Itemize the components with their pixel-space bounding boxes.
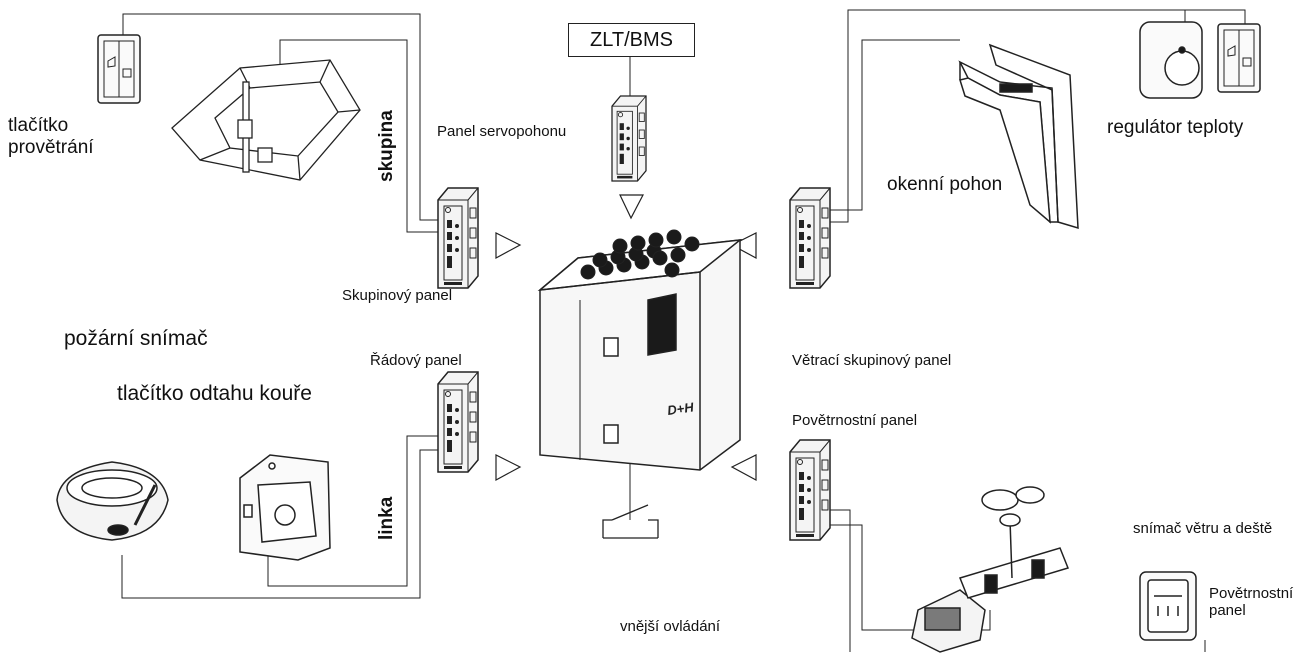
group-panel-label: Skupinový panel [342, 287, 452, 304]
push-button-right-icon [1218, 24, 1260, 92]
manual-call-point-icon [240, 455, 330, 560]
ventilation-module-panel-icon [790, 188, 830, 288]
ventilation-button-label: tlačítko provětrání [8, 115, 94, 159]
weather-module-panel-icon [790, 440, 830, 540]
thermostat-label: regulátor teploty [1107, 117, 1243, 139]
window-drive-label: okenní pohon [887, 174, 1002, 196]
servo-module-panel-icon [612, 96, 646, 181]
window-drive-icon [172, 60, 360, 180]
group-vertical-label: skupina [376, 110, 398, 182]
row-module-panel-icon [438, 372, 478, 472]
servo-panel-label: Panel servopohonu [437, 123, 566, 140]
ventilation-group-panel-label: Větrací skupinový panel [792, 352, 951, 369]
push-button-icon [98, 35, 140, 103]
wind-rain-sensor-label: snímač větru a deště [1133, 520, 1272, 537]
row-panel-label: Řádový panel [370, 352, 462, 369]
weather-panel-icon [1140, 572, 1196, 640]
zlt-bms-box: ZLT/BMS [568, 23, 695, 57]
control-cabinet-icon [540, 240, 740, 470]
fire-detector-label: požární snímač [64, 327, 208, 351]
weather-panel-bottom-label: Povětrnostní panel [1209, 585, 1293, 620]
weather-panel-top-label: Povětrnostní panel [792, 412, 917, 429]
thermostat-icon [1140, 22, 1202, 98]
smoke-button-label: tlačítko odtahu kouře [117, 382, 312, 406]
window-drive-right-icon [960, 45, 1078, 228]
line-vertical-label: linka [376, 497, 398, 540]
group-module-panel-icon [438, 188, 478, 288]
smoke-detector-icon [57, 462, 168, 540]
external-control-label: vnější ovládání [620, 618, 720, 635]
